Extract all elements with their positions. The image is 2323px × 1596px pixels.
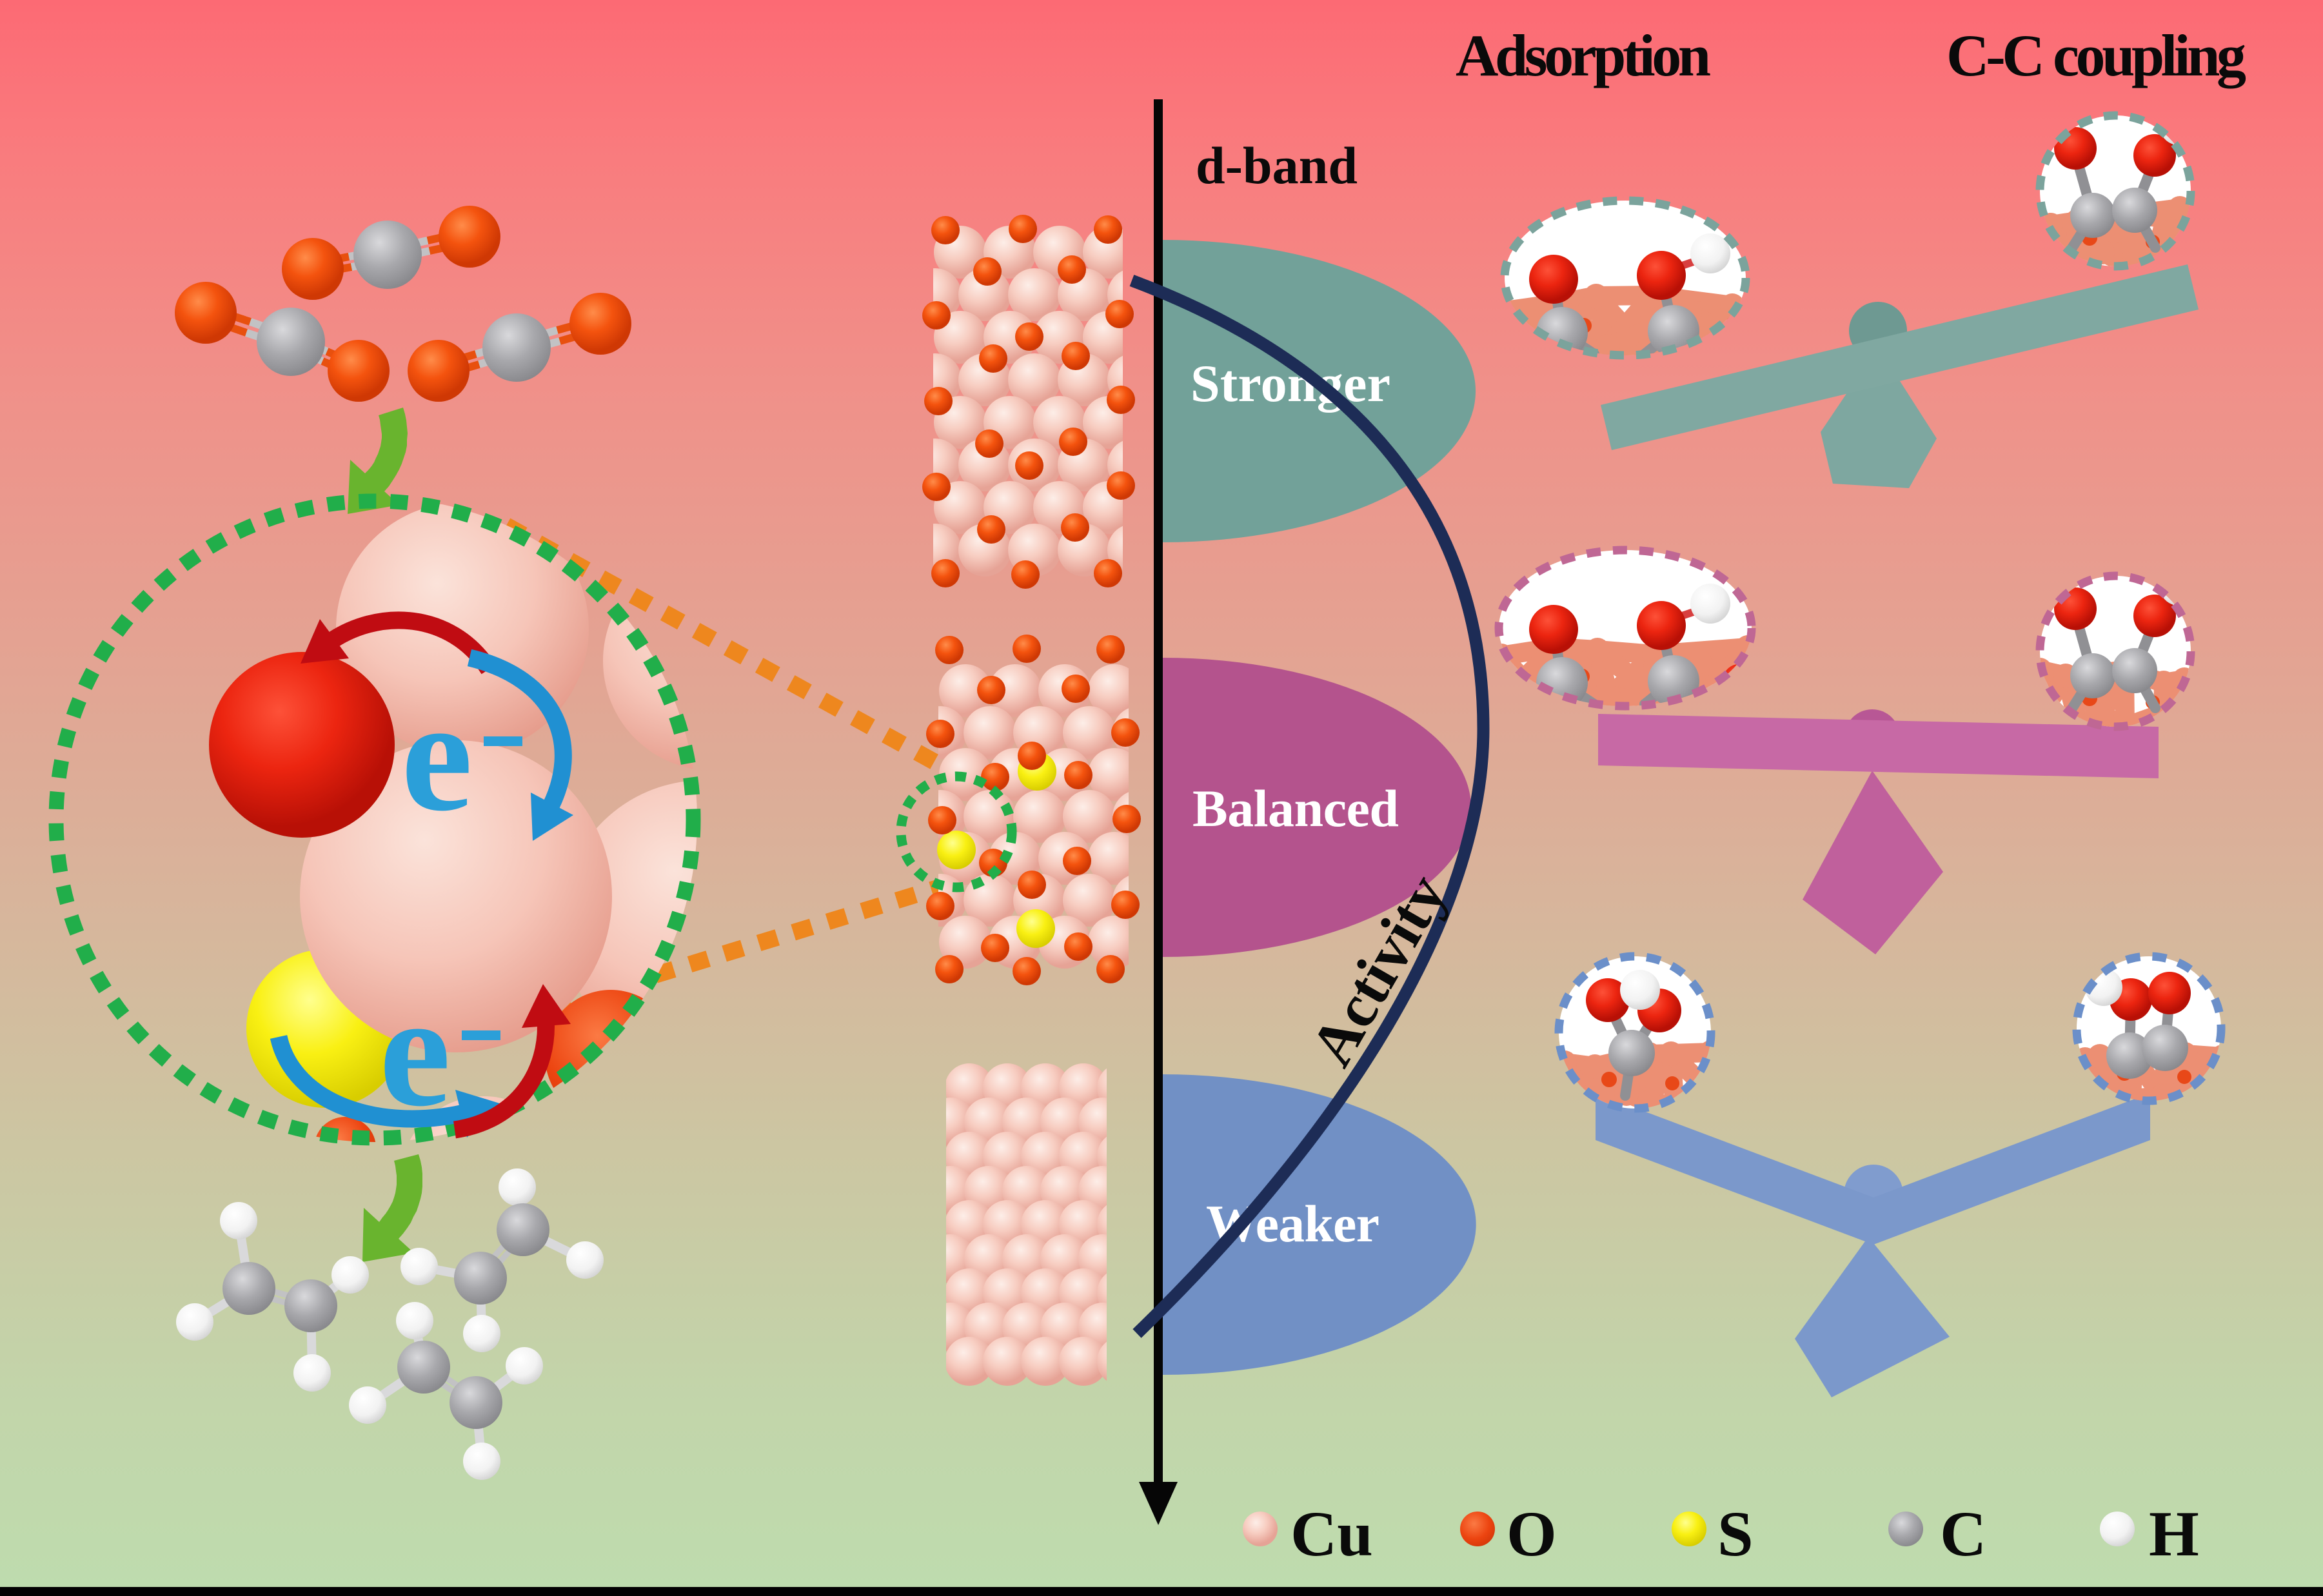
svg-text:Balanced: Balanced xyxy=(1192,779,1399,838)
svg-text:O: O xyxy=(1507,1498,1557,1570)
svg-text:d-band: d-band xyxy=(1196,136,1358,195)
svg-text:Weaker: Weaker xyxy=(1206,1194,1379,1253)
svg-text:C-C coupling: C-C coupling xyxy=(1946,23,2246,88)
svg-text:C: C xyxy=(1940,1498,1986,1570)
svg-text:e: e xyxy=(379,961,451,1140)
svg-text:H: H xyxy=(2149,1498,2199,1570)
svg-text:S: S xyxy=(1717,1498,1754,1570)
svg-text:e: e xyxy=(401,666,473,845)
svg-text:Cu: Cu xyxy=(1290,1498,1373,1570)
svg-text:Adsorption: Adsorption xyxy=(1456,23,1711,88)
